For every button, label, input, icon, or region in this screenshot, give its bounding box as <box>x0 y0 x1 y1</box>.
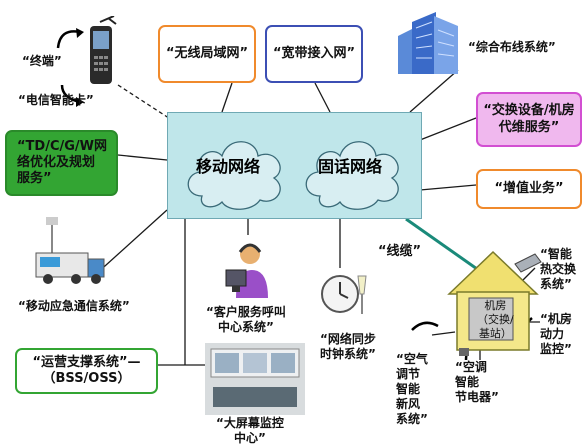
fixed-cloud-icon <box>305 141 399 210</box>
switching-box: “交换设备/机房 代维服务” <box>476 92 582 147</box>
td-network-box: “TD/C/G/W网 络优化及规划 服务” <box>5 130 118 196</box>
fixed-network-label: 固话网络 <box>318 157 383 176</box>
room-power-label: “机房 动力 监控” <box>540 312 572 356</box>
mobile-phone-icon <box>90 16 117 84</box>
line-broadband <box>314 82 331 113</box>
broadband-box: “宽带接入网” <box>265 25 363 83</box>
mobile-cloud-icon <box>187 141 281 210</box>
line-td <box>117 154 168 161</box>
call-center-label: “客户服务呼叫 中心系统” <box>206 305 286 334</box>
broadband-label: “宽带接入网” <box>272 45 356 61</box>
line-wireless-lan <box>221 82 233 113</box>
oss-label: “运营支撑系统”— （BSS/OSS） <box>32 354 141 386</box>
ac-power-saver-label: “空调 智能 节电器” <box>455 360 499 404</box>
air-conditioning-label: “空气 调节 智能 新风 系统” <box>396 352 428 426</box>
emergency-label: “移动应急通信系统” <box>18 299 130 313</box>
heat-exchange-label: “智能 热交换 系统” <box>540 247 577 291</box>
switching-label: “交换设备/机房 代维服务” <box>483 103 575 135</box>
line-switching <box>419 117 477 141</box>
emergency-vehicle-icon <box>35 217 105 284</box>
value-added-label: “增值业务” <box>494 180 564 196</box>
monitoring-screen-icon <box>205 343 305 415</box>
building-icon <box>398 12 458 74</box>
terminal-label: “终端” <box>22 54 62 68</box>
cable-label: “线缆” <box>378 244 422 259</box>
oss-box: “运营支撑系统”— （BSS/OSS） <box>15 348 158 394</box>
wireless-lan-box: “无线局域网” <box>158 25 256 83</box>
big-screen-label: “大屏幕监控 中心” <box>216 416 284 445</box>
machine-room-label: 机房 （交换/ 基站） <box>477 299 514 340</box>
clock-icon <box>321 275 367 314</box>
air-arrow <box>411 321 439 331</box>
clock-sync-label: “网络同步 时钟系统” <box>320 332 376 361</box>
td-network-label: “TD/C/G/W网 络优化及规划 服务” <box>17 138 107 187</box>
telecom-card-label: “电信智能卡” <box>18 93 94 107</box>
mobile-network-label: 移动网络 <box>196 157 261 176</box>
cabling-label: “综合布线系统” <box>468 40 556 54</box>
value-added-box: “增值业务” <box>476 169 582 209</box>
line-cabling <box>409 69 459 113</box>
line-air <box>431 331 456 336</box>
machine-room-icon <box>447 250 539 356</box>
call-center-agent-icon <box>225 243 268 298</box>
wireless-lan-label: “无线局域网” <box>165 45 249 61</box>
heat-exchanger-icon <box>514 253 542 273</box>
line-value-added <box>419 184 477 191</box>
line-phone-dashed <box>117 84 196 136</box>
line-emergency <box>94 209 168 276</box>
